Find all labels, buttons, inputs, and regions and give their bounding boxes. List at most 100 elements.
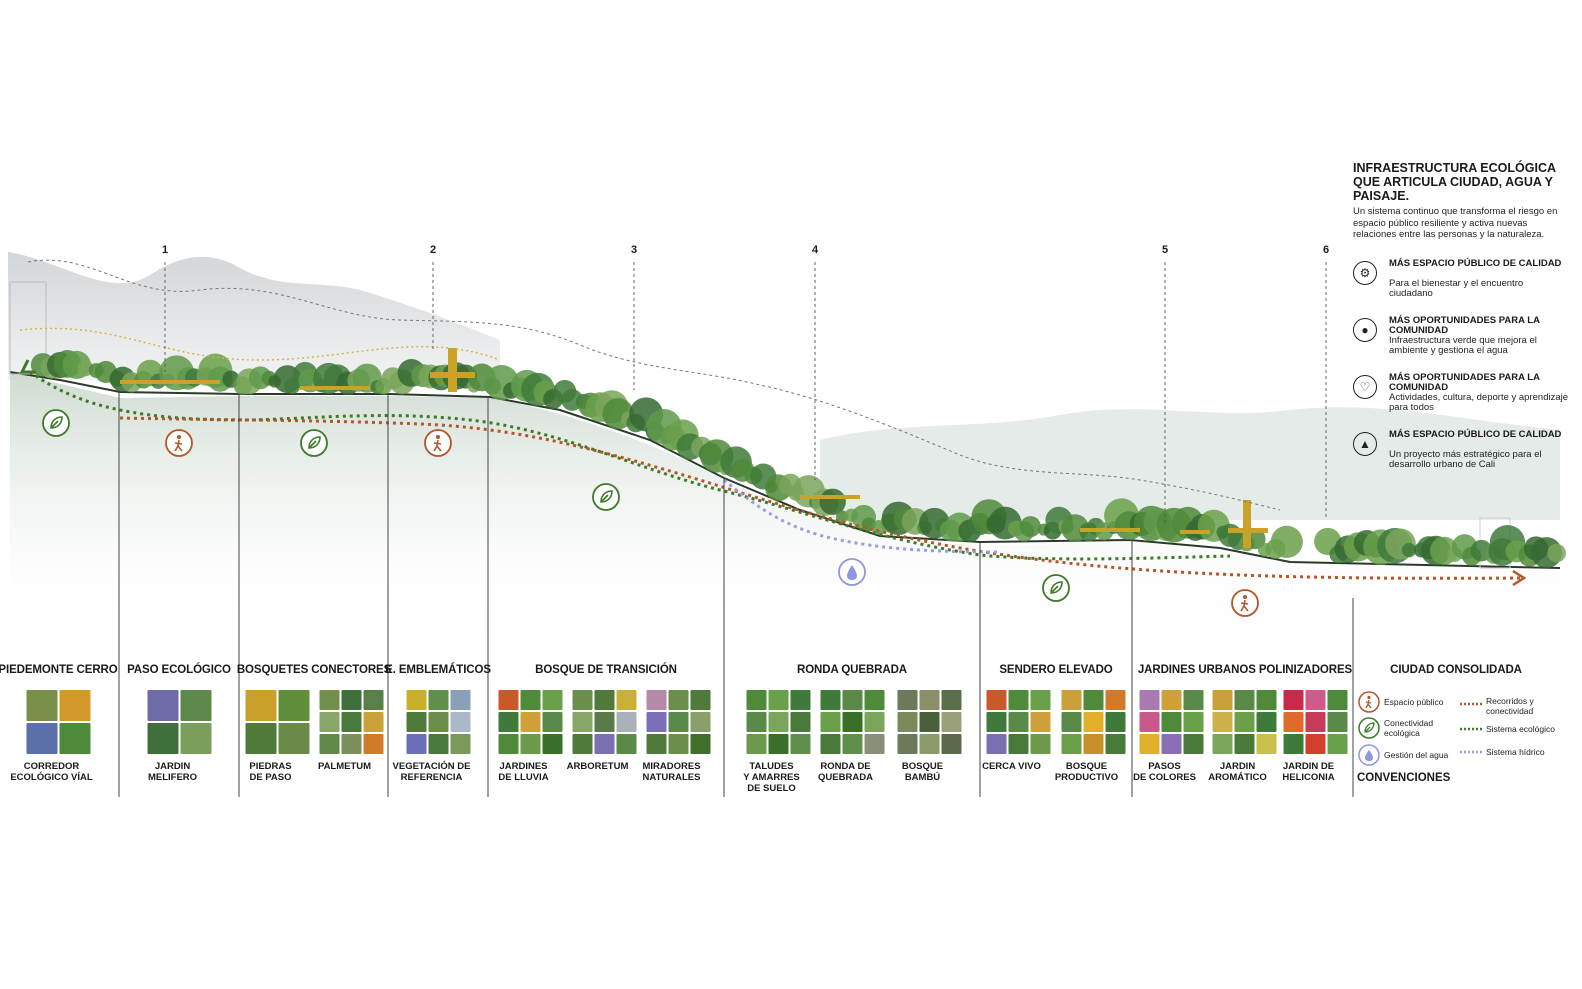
sub-jardines-lluvia: JARDINES DE LLUVIA	[492, 690, 569, 783]
growth-chart-icon: ▲	[1353, 432, 1377, 456]
sub-label: BOSQUE PRODUCTIVO	[1054, 761, 1119, 783]
benefit-desc: Infraestructura verde que mejora el ambi…	[1389, 335, 1537, 356]
vegetation-canopy	[30, 350, 1566, 569]
ecological-system-line	[29, 370, 1231, 561]
sub-label: BOSQUE BAMBÚ	[901, 761, 944, 783]
water-drop-icon: ●	[1353, 318, 1377, 342]
benefit-1: ⚙ MÁS ESPACIO PÚBLICO DE CALIDAD Para el…	[1353, 259, 1573, 303]
legend-pedestrian-icon	[1358, 691, 1380, 713]
sub-label: JARDIN AROMÁTICO	[1208, 761, 1267, 783]
sub-label: MIRADORES NATURALES	[642, 761, 701, 783]
sub-jardin-melifero: JARDIN MELIFERO	[141, 690, 218, 783]
leaf-icon	[300, 429, 328, 457]
tree-canopy	[1547, 543, 1566, 563]
sub-label: PIEDRAS DE PASO	[249, 761, 292, 783]
plant-thumbnail	[319, 690, 383, 754]
wood-platform	[800, 495, 860, 499]
mountain-silhouette-right	[820, 407, 1560, 520]
community-icon: ⚙	[1353, 261, 1377, 285]
benefit-desc: Un proyecto más estratégico para el desa…	[1389, 449, 1542, 470]
sky-dashed-curve	[27, 259, 1281, 511]
ground-mass	[10, 372, 1560, 640]
sub-ronda-quebrada: RONDA DE QUEBRADA	[814, 690, 891, 783]
lookout-structure-2	[430, 348, 475, 392]
sub-label: PALMETUM	[317, 761, 372, 772]
wood-platform	[1180, 530, 1210, 534]
heart-icon: ♡	[1353, 375, 1377, 399]
zone-title-bosque-transicion: BOSQUE DE TRANSICIÓN	[535, 664, 677, 676]
sub-label: VEGETACIÓN DE REFERENCIA	[392, 761, 471, 783]
plant-thumbnail	[406, 690, 470, 754]
legend-label-recorridos: Recorridos y conectividad	[1486, 696, 1534, 716]
marker-2: 2	[429, 244, 437, 256]
tree-canopy	[1019, 516, 1042, 538]
sub-label: JARDIN MELIFERO	[147, 761, 198, 783]
benefit-4: ▲ MÁS ESPACIO PÚBLICO DE CALIDAD Un proy…	[1353, 430, 1573, 474]
sub-label: CORREDOR ECOLÓGICO VÍAL	[10, 761, 93, 783]
plant-thumbnail	[646, 690, 710, 754]
panel-description: Un sistema continuo que transforma el ri…	[1353, 206, 1558, 240]
mountain-silhouette-left	[8, 252, 500, 380]
plant-thumbnail	[1212, 690, 1276, 754]
marker-6: 6	[1322, 244, 1330, 256]
leaf-icon	[1042, 574, 1070, 602]
leaf-icon	[592, 483, 620, 511]
leaf-icon	[42, 409, 70, 437]
benefit-desc: Para el bienestar y el encuentro ciudada…	[1389, 278, 1524, 299]
legend-leaf-icon	[1358, 717, 1380, 739]
legend-label-sistema-hidrico: Sistema hídrico	[1486, 747, 1545, 757]
sub-palmetum: PALMETUM	[313, 690, 390, 772]
pedestrian-arrow	[1512, 569, 1527, 587]
zone-separators	[118, 391, 1354, 797]
legend-label-espacio-publico: Espacio público	[1384, 697, 1444, 707]
zone-title-piedemonte: PIEDEMONTE CERRO	[0, 664, 118, 676]
tree-canopy	[1270, 525, 1303, 558]
zone-title-jardines-urbanos: JARDINES URBANOS POLINIZADORES	[1137, 664, 1353, 676]
marker-lines	[164, 262, 1327, 525]
sub-label: JARDINES DE LLUVIA	[498, 761, 549, 783]
legend-label-sistema-ecologico: Sistema ecológico	[1486, 724, 1555, 734]
wood-platform	[1080, 528, 1140, 532]
plant-thumbnail	[1139, 690, 1203, 754]
plant-thumbnail	[1061, 690, 1125, 754]
plant-thumbnail	[897, 690, 961, 754]
panel-title: INFRAESTRUCTURA ECOLÓGICA QUE ARTICULA C…	[1353, 161, 1556, 203]
sub-bosque-productivo: BOSQUE PRODUCTIVO	[1055, 690, 1132, 783]
marker-5: 5	[1161, 244, 1169, 256]
pedestrian-icon	[424, 429, 452, 457]
legend-label-conectividad: Conectividad ecológica	[1384, 718, 1434, 738]
sub-jardin-aromatico: JARDIN AROMÁTICO	[1206, 690, 1283, 783]
legend-label-gestion-agua: Gestión del agua	[1384, 750, 1449, 760]
sub-miradores: MIRADORES NATURALES	[640, 690, 717, 783]
water-system-line	[723, 478, 1001, 554]
sub-taludes: TALUDES Y AMARRES DE SUELO	[740, 690, 817, 794]
tree-canopy	[1401, 543, 1417, 558]
wood-platform	[300, 386, 370, 390]
zone-title-ciudad-consolidada: CIUDAD CONSOLIDADA	[1390, 664, 1522, 676]
plant-thumbnail	[245, 690, 309, 754]
pedestrian-icon	[165, 429, 193, 457]
zone-title-bosquetes: BOSQUETES CONECTORES	[236, 664, 392, 676]
plant-thumbnail	[986, 690, 1050, 754]
benefit-desc: Actividades, cultura, deporte y aprendiz…	[1389, 392, 1569, 413]
zone-title-sendero-elevado: SENDERO ELEVADO	[999, 664, 1113, 676]
sub-bosque-bambu: BOSQUE BAMBÚ	[891, 690, 968, 783]
plant-thumbnail	[746, 690, 810, 754]
benefit-2: ● MÁS OPORTUNIDADES PARA LA COMUNIDAD In…	[1353, 316, 1573, 360]
pedestrian-icon	[1231, 589, 1259, 617]
sub-label: CERCA VIVO	[982, 761, 1041, 772]
sub-vegetacion-referencia: VEGETACIÓN DE REFERENCIA	[393, 690, 477, 783]
plant-thumbnail	[498, 690, 562, 754]
marker-3: 3	[630, 244, 638, 256]
sub-label: TALUDES Y AMARRES DE SUELO	[743, 761, 800, 794]
sub-jardin-heliconia: JARDIN DE HELICONIA	[1277, 690, 1354, 783]
legend-title: CONVENCIONES	[1357, 772, 1451, 784]
benefit-title: MÁS OPORTUNIDADES PARA LA COMUNIDAD	[1389, 372, 1540, 393]
sub-label: PASOS DE COLORES	[1133, 761, 1196, 783]
marker-1: 1	[161, 244, 169, 256]
zone-title-ronda-quebrada: RONDA QUEBRADA	[797, 664, 907, 676]
plant-thumbnail	[572, 690, 636, 754]
sub-corredor: CORREDOR ECOLÓGICO VÍAL	[10, 690, 97, 783]
zone-title-emblematicos: E. EMBLEMÁTICOS	[385, 664, 491, 676]
sub-label: ARBORETUM	[566, 761, 629, 772]
